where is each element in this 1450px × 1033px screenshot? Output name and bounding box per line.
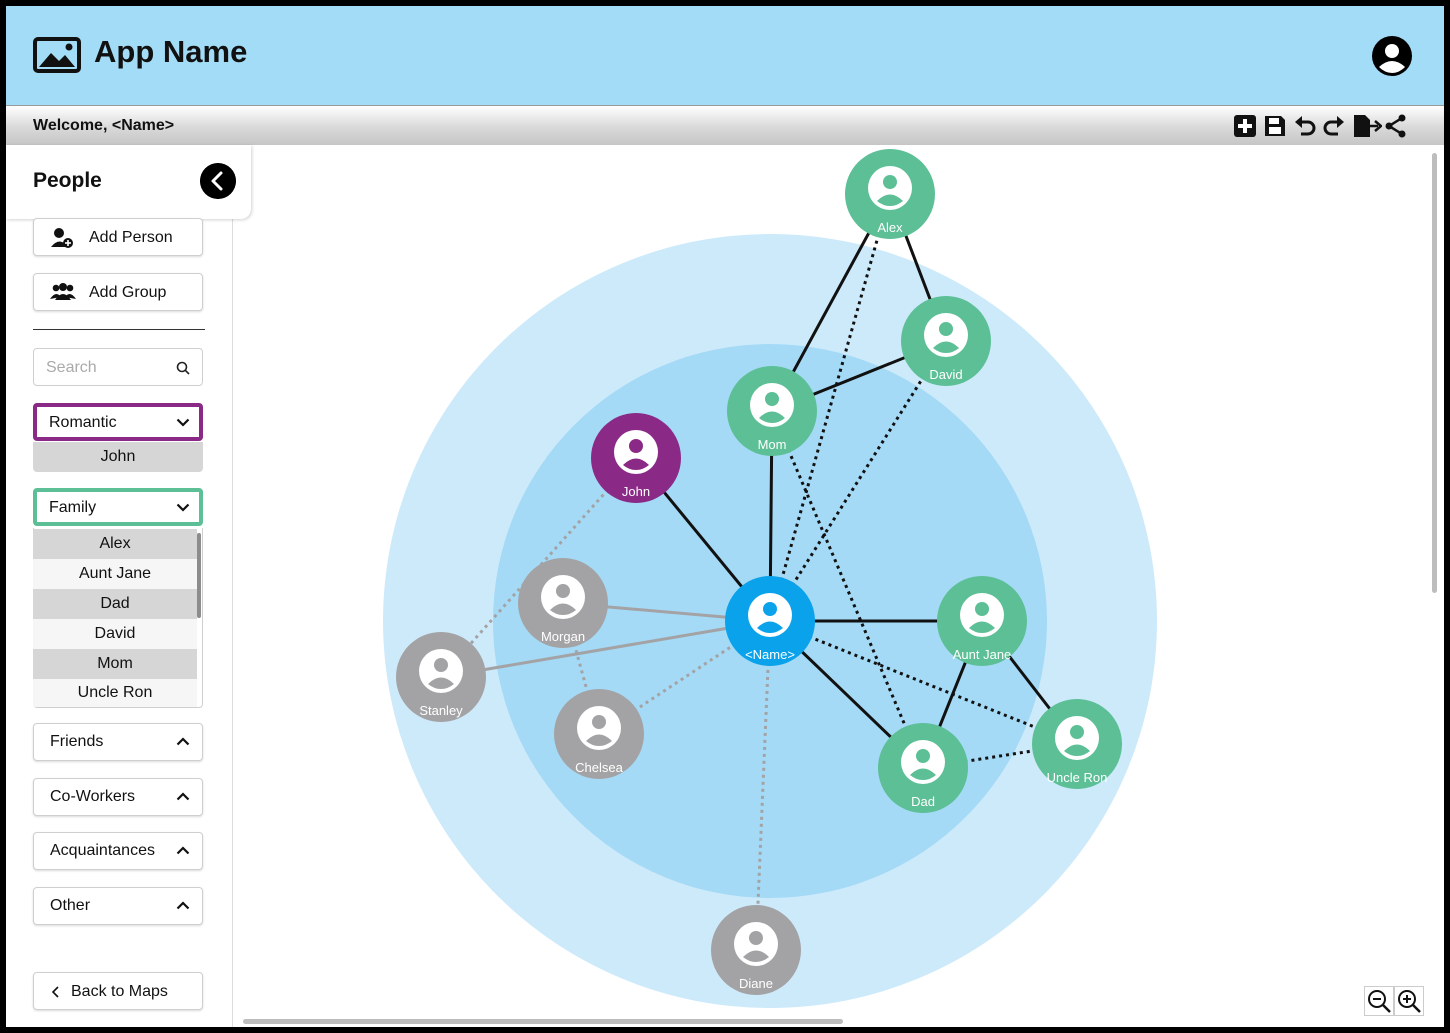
node-label: Chelsea: [575, 760, 623, 775]
group-dropdown-coworkers[interactable]: Co-Workers: [33, 778, 203, 816]
save-icon[interactable]: [1263, 114, 1287, 138]
image-logo-icon: [33, 37, 81, 73]
vertical-scrollbar[interactable]: [1432, 153, 1437, 593]
group-dropdown-friends[interactable]: Friends: [33, 723, 203, 761]
people-header: People: [6, 145, 251, 219]
group-dropdown-acquaintances[interactable]: Acquaintances: [33, 832, 203, 870]
sidebar-divider: [33, 329, 205, 330]
node-diane[interactable]: Diane: [711, 905, 801, 995]
chevron-up-icon: [176, 737, 190, 746]
member-dad[interactable]: Dad: [33, 589, 197, 619]
chevron-up-icon: [176, 901, 190, 910]
member-john[interactable]: John: [33, 442, 203, 472]
add-icon[interactable]: [1233, 114, 1257, 138]
group-label-acquaintances: Acquaintances: [50, 842, 155, 859]
node-label: Alex: [877, 220, 903, 235]
node-stanley[interactable]: Stanley: [396, 632, 486, 722]
chevron-up-icon: [176, 846, 190, 855]
member-mom[interactable]: Mom: [33, 649, 197, 679]
dotted-connections: [768, 193, 1078, 770]
group-label-family: Family: [49, 499, 97, 516]
redo-icon[interactable]: [1322, 114, 1346, 138]
node-david[interactable]: David: [901, 296, 991, 386]
member-uncle-ron[interactable]: Uncle Ron: [33, 679, 197, 707]
collapse-sidebar-button[interactable]: [200, 163, 236, 199]
welcome-text: Welcome, <Name>: [33, 117, 175, 134]
horizontal-scrollbar[interactable]: [243, 1019, 843, 1024]
member-aunt-jane[interactable]: Aunt Jane: [33, 559, 197, 589]
add-person-icon: [51, 228, 73, 248]
relationship-graph[interactable]: Alex David Mom John Morgan Stanley: [233, 145, 1444, 1033]
group-label-friends: Friends: [50, 733, 104, 750]
share-icon[interactable]: [1384, 114, 1408, 138]
back-to-maps-button[interactable]: Back to Maps: [33, 972, 203, 1010]
node-label: Aunt Jane: [953, 647, 1012, 662]
zoom-out-icon[interactable]: [1364, 986, 1394, 1016]
people-title: People: [33, 169, 102, 192]
group-dropdown-family[interactable]: Family: [33, 488, 203, 526]
node-dad[interactable]: Dad: [878, 723, 968, 813]
node-label: Mom: [758, 437, 787, 452]
add-group-label: Add Group: [89, 284, 167, 301]
group-label-other: Other: [50, 897, 91, 914]
account-icon[interactable]: [1370, 34, 1414, 78]
chevron-up-icon: [176, 792, 190, 801]
app-title: App Name: [94, 34, 248, 69]
group-label-coworkers: Co-Workers: [50, 788, 136, 805]
search-box: [33, 348, 203, 386]
node-label: Diane: [739, 976, 773, 991]
node-label: Dad: [911, 794, 935, 809]
node-label: Morgan: [541, 629, 585, 644]
node-mom[interactable]: Mom: [727, 366, 817, 456]
search-icon[interactable]: [176, 361, 190, 375]
undo-icon[interactable]: [1293, 114, 1317, 138]
node-chelsea[interactable]: Chelsea: [554, 689, 644, 779]
node-uncle-ron[interactable]: Uncle Ron: [1032, 699, 1122, 789]
chevron-down-icon: [176, 503, 190, 512]
node-morgan[interactable]: Morgan: [518, 558, 608, 648]
zoom-in-icon[interactable]: [1394, 986, 1424, 1016]
member-david[interactable]: David: [33, 619, 197, 649]
group-label-romantic: Romantic: [49, 414, 117, 431]
relationship-map[interactable]: Alex David Mom John Morgan Stanley: [233, 145, 1444, 1033]
add-person-label: Add Person: [89, 229, 173, 246]
app-bar: App Name: [6, 6, 1444, 105]
node-label: John: [622, 484, 650, 499]
node-center-me[interactable]: <Name>: [725, 576, 815, 666]
add-group-button[interactable]: Add Group: [33, 273, 203, 311]
welcome-bar: Welcome, <Name>: [6, 105, 1444, 145]
node-label: Stanley: [419, 703, 463, 718]
node-label: <Name>: [745, 647, 795, 662]
node-alex[interactable]: Alex: [845, 149, 935, 239]
node-aunt-jane[interactable]: Aunt Jane: [937, 576, 1027, 666]
member-alex[interactable]: Alex: [33, 529, 197, 559]
chevron-down-icon: [176, 418, 190, 427]
export-icon[interactable]: [1352, 114, 1382, 138]
people-sidebar: People Add Person Add Group: [6, 145, 251, 1027]
group-dropdown-romantic[interactable]: Romantic: [33, 403, 203, 441]
family-list-scrollbar[interactable]: [197, 533, 201, 618]
group-dropdown-other[interactable]: Other: [33, 887, 203, 925]
node-label: David: [929, 367, 962, 382]
node-john[interactable]: John: [591, 413, 681, 503]
add-person-button[interactable]: Add Person: [33, 218, 203, 256]
node-label: Uncle Ron: [1047, 770, 1108, 785]
chevron-left-icon: [51, 986, 59, 998]
back-to-maps-label: Back to Maps: [71, 983, 168, 1000]
search-input[interactable]: [44, 357, 168, 379]
group-icon: [50, 283, 76, 300]
